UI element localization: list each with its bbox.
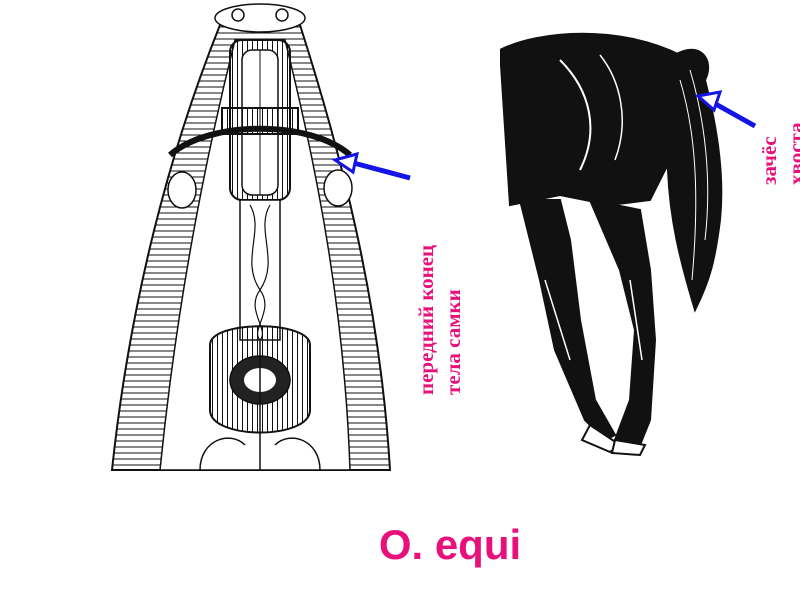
horse-label-line2: хвоста: [784, 122, 800, 185]
horse-label-line1: зачёс: [757, 136, 781, 185]
slide-title: O. equi: [378, 521, 522, 568]
horse-label: зачёс хвоста: [756, 95, 800, 185]
worm-label-line2: тела самки: [441, 289, 465, 395]
worm-anterior-illustration: [110, 3, 392, 471]
worm-label-line1: передний конец: [414, 244, 438, 395]
worm-label: передний конец тела самки: [413, 170, 467, 395]
horse-arrow-icon: [694, 90, 757, 129]
worm-arrow-icon: [331, 151, 411, 181]
horse-hindquarters-illustration: [500, 32, 723, 457]
